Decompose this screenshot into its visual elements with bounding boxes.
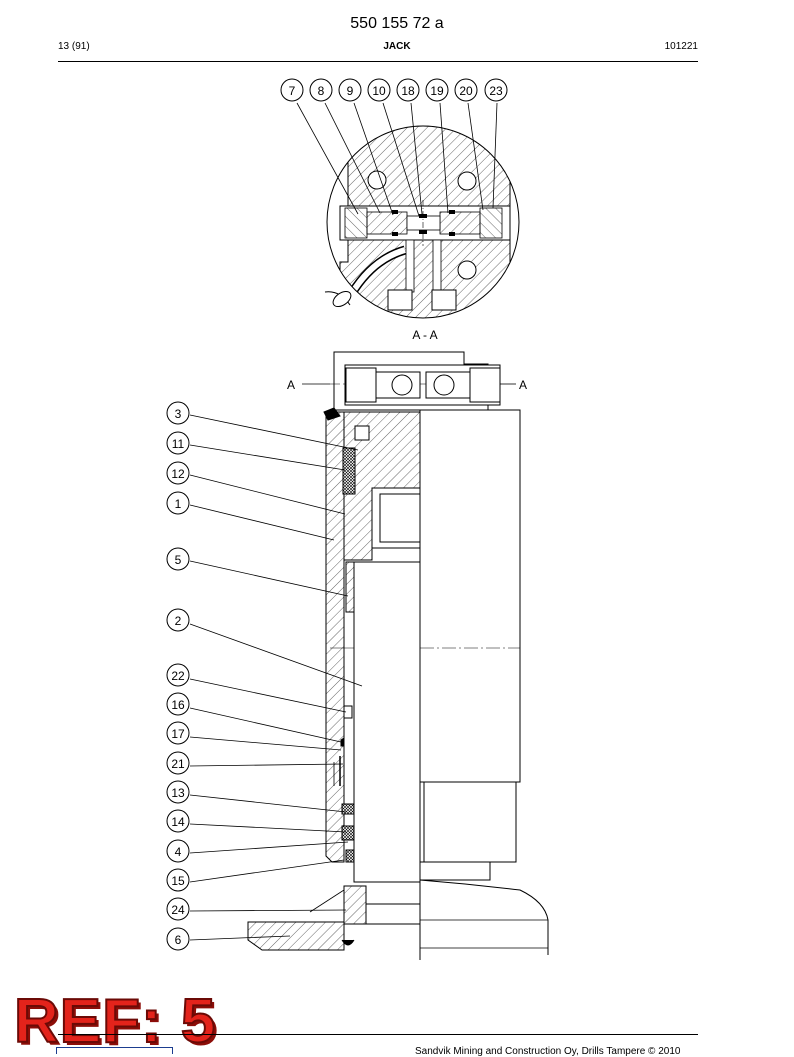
callout-3: 3	[166, 401, 190, 425]
callout-label: 15	[171, 874, 185, 888]
callout-label: 4	[175, 845, 182, 859]
footer-copyright: Sandvik Mining and Construction Oy, Dril…	[415, 1046, 681, 1057]
callout-14: 14	[166, 809, 190, 833]
callout-4: 4	[166, 839, 190, 863]
callout-20: 20	[454, 78, 478, 102]
callout-11: 11	[166, 431, 190, 455]
callout-17: 17	[166, 721, 190, 745]
callout-18: 18	[396, 78, 420, 102]
section-detail	[327, 126, 519, 318]
callout-23: 23	[484, 78, 508, 102]
jack-section-view	[247, 351, 549, 960]
header-rule	[58, 61, 698, 62]
ref-stamp: REF: 5	[13, 986, 217, 1057]
callout-6: 6	[166, 927, 190, 951]
callout-8: 8	[309, 78, 333, 102]
callout-label: 19	[430, 84, 444, 98]
left-callouts: 3 11 12 1 5 2 22 16 17 21 13 14 4 15 24 …	[166, 401, 190, 951]
callout-label: 6	[175, 933, 182, 947]
callout-label: 21	[171, 757, 185, 771]
callout-15: 15	[166, 868, 190, 892]
callout-label: 14	[171, 815, 185, 829]
section-marker-right: A	[519, 378, 527, 392]
callout-label: 12	[171, 467, 185, 481]
callout-label: 10	[372, 84, 386, 98]
callout-label: 22	[171, 669, 185, 683]
callout-10: 10	[367, 78, 391, 102]
callout-label: 8	[318, 84, 325, 98]
callout-7: 7	[280, 78, 304, 102]
callout-9: 9	[338, 78, 362, 102]
callout-24: 24	[166, 897, 190, 921]
callout-16: 16	[166, 692, 190, 716]
callout-label: 16	[171, 698, 185, 712]
page-number: 13 (91)	[58, 41, 90, 52]
callout-label: 3	[175, 407, 182, 421]
callout-21: 21	[166, 751, 190, 775]
left-leader-lines	[189, 414, 363, 941]
callout-label: 5	[175, 553, 182, 567]
callout-1: 1	[166, 491, 190, 515]
company-logo	[56, 1047, 173, 1054]
callout-2: 2	[166, 608, 190, 632]
callout-22: 22	[166, 663, 190, 687]
document-code: 101221	[664, 41, 698, 52]
callout-label: 1	[175, 497, 182, 511]
callout-label: 18	[401, 84, 415, 98]
callout-label: 11	[172, 437, 185, 451]
callout-label: 20	[459, 84, 473, 98]
callout-label: 2	[175, 614, 182, 628]
section-marker-left: A	[287, 378, 295, 392]
footer-rule	[58, 1034, 698, 1035]
callout-5: 5	[166, 547, 190, 571]
callout-label: 23	[489, 84, 503, 98]
callout-19: 19	[425, 78, 449, 102]
top-leader-lines	[296, 102, 498, 217]
callout-12: 12	[166, 461, 190, 485]
section-label: A - A	[412, 328, 437, 342]
callout-label: 24	[171, 903, 185, 917]
callout-13: 13	[166, 780, 190, 804]
callout-label: 7	[289, 84, 296, 98]
callout-label: 9	[347, 84, 354, 98]
callout-label: 17	[171, 727, 185, 741]
top-callouts: 7 8 9 10 18 19 20 23	[280, 78, 508, 102]
page-title: JACK	[383, 41, 411, 52]
document-number: 550 155 72 a	[350, 15, 444, 32]
callout-label: 13	[171, 786, 185, 800]
